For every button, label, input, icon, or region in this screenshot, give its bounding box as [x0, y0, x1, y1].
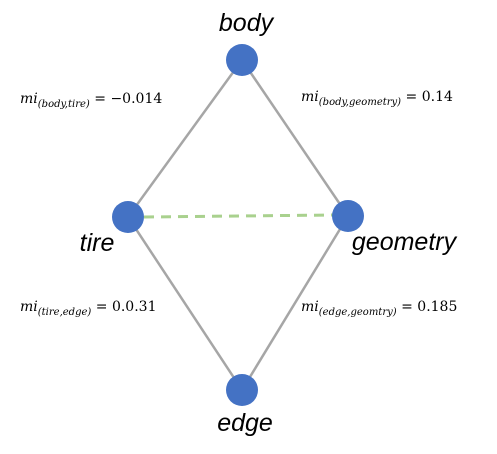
mi-value: = −0.014: [90, 91, 163, 107]
mi-symbol: mi: [301, 89, 319, 105]
mi-edge-geometry: mi(edge,geomtry) = 0.185: [301, 299, 457, 318]
edge-tire-edge: [126, 216, 244, 391]
mi-tire-edge: mi(tire,edge) = 0.0.31: [20, 299, 156, 318]
mi-symbol: mi: [20, 91, 38, 107]
edge-tire-geometry-dashed: [143, 213, 334, 219]
mi-body-geometry: mi(body,geometry) = 0.14: [301, 89, 453, 108]
mi-symbol: mi: [20, 299, 38, 315]
node-label-tire: tire: [80, 229, 115, 257]
mi-value: = 0.14: [401, 89, 453, 105]
node-edge: [226, 374, 258, 406]
node-tire: [112, 201, 144, 233]
mi-body-tire: mi(body,tire) = −0.014: [20, 91, 162, 110]
mi-value: = 0.0.31: [91, 299, 156, 315]
node-label-edge: edge: [217, 409, 273, 437]
edge-body-geometry: [240, 59, 350, 217]
node-body: [226, 44, 258, 76]
node-label-geometry: geometry: [352, 228, 458, 256]
node-geometry: [332, 200, 364, 232]
edge-body-tire: [126, 59, 244, 218]
mi-subscript: (body,tire): [38, 99, 90, 110]
mi-subscript: (edge,geomtry): [319, 307, 397, 318]
mi-value: = 0.185: [397, 299, 458, 315]
mi-subscript: (body,geometry): [319, 97, 401, 108]
edge-edge-geometry: [240, 215, 350, 391]
mi-subscript: (tire,edge): [38, 307, 92, 318]
node-label-body: body: [219, 9, 275, 37]
mi-symbol: mi: [301, 299, 319, 315]
